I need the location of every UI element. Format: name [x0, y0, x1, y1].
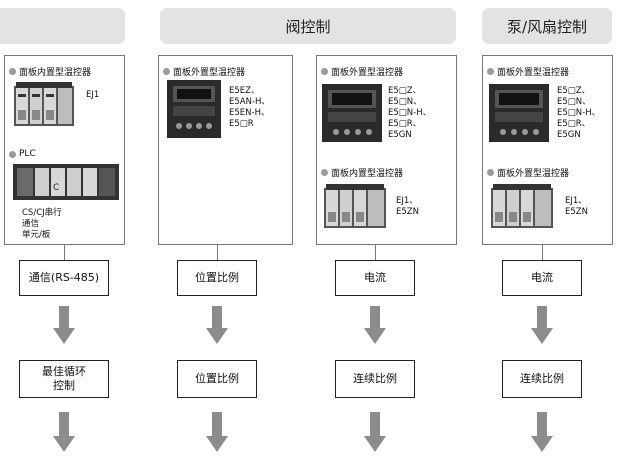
- panel3-title-1: 面板外置型温控器: [321, 65, 403, 78]
- panel1-title-2: PLC: [9, 149, 36, 159]
- down-arrow-icon: [531, 412, 553, 452]
- plc-image: C: [13, 164, 119, 200]
- down-arrow-icon: [53, 306, 75, 344]
- panel4-label-2: EJ1、 E5ZN: [565, 196, 588, 217]
- bullet-icon: [9, 150, 16, 158]
- connector-line-4: [542, 245, 543, 260]
- panel2-title-1: 面板外置型温控器: [163, 65, 245, 78]
- connector-line-2: [217, 245, 218, 260]
- down-arrow-icon: [364, 306, 386, 344]
- panel4-title-1: 面板外置型温控器: [487, 65, 569, 78]
- header-pump-fan-control: 泵/风扇控制: [482, 8, 612, 44]
- panel3-title-2: 面板内置型温控器: [321, 166, 403, 179]
- bullet-icon: [321, 169, 328, 176]
- panel2-label-1: E5EZ、 E5AN-H、 E5EN-H、 E5□R: [229, 86, 270, 129]
- ej1-module-image: [14, 82, 74, 126]
- panel3-label-2: EJ1、 E5ZN: [396, 196, 419, 217]
- e5z-controller-image: [322, 84, 382, 142]
- control-box-position-proportional: 位置比例: [177, 360, 257, 398]
- ej1-e5zn-module-image: [324, 184, 386, 228]
- down-arrow-icon: [53, 412, 75, 452]
- connector-line-1: [64, 245, 65, 260]
- down-arrow-icon: [364, 412, 386, 452]
- header-left-partial: [0, 8, 125, 44]
- down-arrow-icon: [531, 306, 553, 344]
- output-box-current-2: 电流: [502, 260, 582, 296]
- bullet-icon: [321, 68, 328, 75]
- bullet-icon: [487, 169, 494, 176]
- control-box-continuous-proportional-1: 连续比例: [335, 360, 415, 398]
- control-box-optimal-cycle: 最佳循环 控制: [19, 360, 109, 398]
- panel1-title-1: 面板内置型温控器: [9, 65, 91, 78]
- svg-text:C: C: [53, 183, 59, 193]
- output-box-current-1: 电流: [335, 260, 415, 296]
- output-box-position-proportional: 位置比例: [177, 260, 257, 296]
- bullet-icon: [9, 68, 16, 75]
- panel4-title-2: 面板外置型温控器: [487, 166, 569, 179]
- header-valve-control: 阀控制: [160, 8, 456, 44]
- e5z-controller-image-2: [489, 84, 549, 142]
- down-arrow-icon: [206, 306, 228, 344]
- panel1-label-2: CS/CJ串行 通信 单元/板: [22, 208, 62, 240]
- connector-line-3: [375, 245, 376, 260]
- panel3-label-1: E5□Z、 E5□N、 E5□N-H、 E5□R、 E5GN: [388, 86, 432, 140]
- control-box-continuous-proportional-2: 连续比例: [502, 360, 582, 398]
- bullet-icon: [163, 68, 170, 75]
- e5ez-controller-image: [167, 80, 221, 138]
- ej1-e5zn-module-image-2: [491, 184, 553, 228]
- panel4-label-1: E5□Z、 E5□N、 E5□N-H、 E5□R、 E5GN: [557, 86, 601, 140]
- panel1-label-1: EJ1: [86, 90, 100, 100]
- down-arrow-icon: [206, 412, 228, 452]
- bullet-icon: [487, 68, 494, 75]
- output-box-communication: 通信(RS-485): [19, 260, 109, 296]
